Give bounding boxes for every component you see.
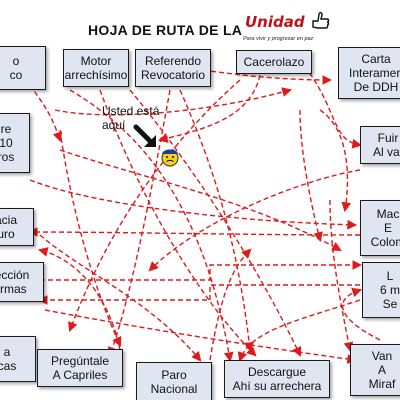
arrow-3 (69, 89, 234, 363)
arrow-5 (129, 89, 302, 357)
node-miraflores: Van A Miraf (350, 344, 400, 396)
arrow-8 (179, 89, 255, 353)
page-title: HOJA DE RUTA DE LA (88, 22, 243, 38)
arrow-16 (39, 234, 202, 362)
arrow-pointer-icon (133, 124, 156, 147)
arrow-2 (54, 87, 293, 116)
node-referendo-revocatorio: Referendo Revocatorio (135, 49, 211, 87)
arrow-7 (108, 89, 171, 357)
arrow-12 (319, 109, 352, 213)
node-motor-arrechisimo: Motor arrechísimo (63, 49, 129, 87)
node-fuir-al-vaticano: Fuir Al vat (360, 126, 400, 164)
node-cacerolazo: Cacerolazo (236, 50, 312, 74)
arrow-13 (148, 169, 361, 272)
arrow-19 (44, 309, 358, 364)
arrow-27 (341, 287, 381, 341)
node-recoleccion-firmas: ección irmas (0, 262, 44, 302)
arrow-21 (59, 149, 342, 252)
arrow-1 (29, 84, 63, 142)
you-are-here-label: Usted está aquí (102, 104, 160, 132)
node-6: re 10 ros (0, 113, 30, 173)
node-descargue: Descargue Ahí su arrechera (224, 360, 330, 398)
node-1: o co (0, 46, 46, 90)
arrow-14 (29, 179, 358, 230)
arrow-17 (40, 260, 363, 281)
unidad-logo: Unidad Para vivir y progresar en paz (243, 11, 365, 47)
smiley-face-icon (161, 149, 179, 167)
arrow-9 (157, 74, 261, 143)
arrow-11 (299, 59, 363, 149)
node-11: L 6 m Se (362, 262, 400, 318)
arrow-26 (209, 248, 252, 361)
arrow-25 (59, 129, 122, 347)
arrow-23 (37, 247, 121, 351)
node-paro-nacional: Paro Nacional (136, 362, 212, 400)
node-colombia: Mac E Colom (360, 200, 400, 256)
logo-tagline: Para vivir y progresar en paz (243, 36, 314, 42)
thumbs-up-icon (312, 11, 330, 29)
node-preguntale-a-capriles: Pregúntale A Capriles (37, 349, 123, 387)
node-12: a cas (0, 336, 36, 382)
node-carta-interamericana: Carta Interameri De DDH (338, 47, 400, 99)
arrow-22 (299, 109, 323, 243)
arrow-6 (139, 59, 333, 85)
arrow-24 (329, 199, 354, 353)
arrow-18 (37, 284, 360, 305)
arrow-20 (237, 299, 361, 362)
arrow-4 (99, 89, 257, 357)
logo-word: Unidad (245, 13, 305, 31)
